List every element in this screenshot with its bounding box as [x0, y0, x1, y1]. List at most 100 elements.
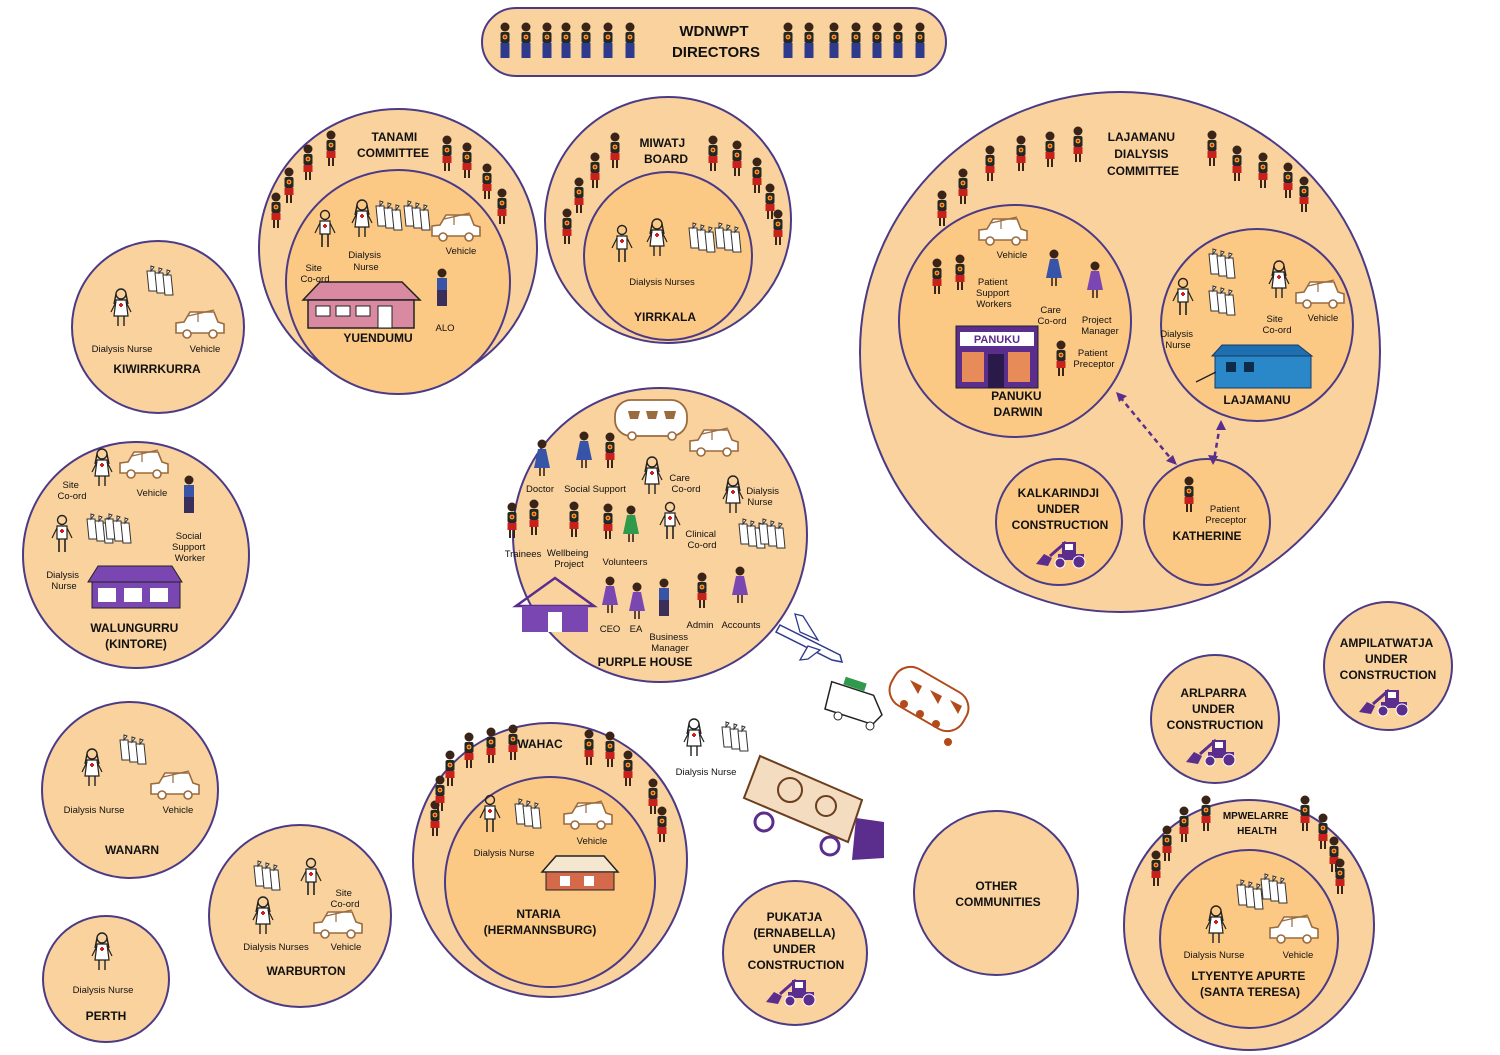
- miwatj-header: MIWATJ BOARD: [639, 136, 688, 166]
- purple-house-circle: Doctor Social Support Care Co-ord Dialys…: [505, 387, 808, 683]
- vehicle-label: Vehicle: [163, 805, 194, 816]
- patient-preceptor-label: Patient Preceptor: [1205, 504, 1246, 526]
- panuku-building: PANUKU: [955, 325, 1039, 389]
- care-coord-label: Care Co-ord: [1037, 305, 1066, 327]
- mobile-dialysis: Dialysis Nurse: [676, 718, 749, 778]
- purple-truck-icon: [742, 754, 884, 860]
- katherine-name: KATHERINE: [1172, 529, 1241, 543]
- dialysis-nurse-label: Dialysis Nurse: [92, 344, 153, 355]
- directors-title: WDNWPT DIRECTORS: [672, 23, 760, 61]
- walungurru-circle: Site Co-ord Vehicle Social Support Worke…: [22, 441, 250, 669]
- vehicle-label: Vehicle: [446, 246, 477, 257]
- panuku-name: PANUKU DARWIN: [991, 389, 1045, 419]
- dialysis-nurse-label: Dialysis Nurse: [46, 570, 81, 592]
- miwatj-board-circle: MIWATJ BOARD Dialysis Nurses YIRRKALA: [544, 96, 792, 344]
- site-coord-label: Site Co-ord: [300, 263, 329, 285]
- other-communities-name: OTHER COMMUNITIES: [955, 879, 1040, 909]
- directors-banner: WDNWPT DIRECTORS: [481, 7, 947, 77]
- dialysis-nurses-label: Dialysis Nurses: [243, 942, 309, 953]
- vehicle-label: Vehicle: [1308, 313, 1339, 324]
- wellbeing-label: Wellbeing Project: [547, 548, 591, 570]
- bus-icon: [888, 665, 970, 746]
- arlparra-circle: ARLPARRA UNDER CONSTRUCTION: [1150, 654, 1280, 784]
- patient-preceptor-label: Patient Preceptor: [1073, 348, 1114, 370]
- dialysis-nurse-label: Dialysis Nurse: [64, 805, 125, 816]
- kiwirrkurra-name: KIWIRRKURRA: [113, 362, 201, 376]
- site-coord-label: Site Co-ord: [330, 888, 359, 910]
- doctor-label: Doctor: [526, 484, 554, 495]
- volunteers-label: Volunteers: [603, 557, 648, 568]
- dialysis-nurse-label: Dialysis Nurse: [746, 486, 781, 508]
- perth-name: PERTH: [86, 1009, 127, 1023]
- walungurru-name: WALUNGURRU (KINTORE): [90, 621, 181, 651]
- lajamanu-name: LAJAMANU: [1223, 393, 1290, 407]
- ltyentye-apurte-name: LTYENTYE APURTE (SANTA TERESA): [1191, 969, 1308, 999]
- dialysis-nurse-label: Dialysis Nurse: [73, 985, 134, 996]
- mpwelarre-circle: MPWELARRE HEALTH Dialysis Nurse Vehicle …: [1123, 794, 1375, 1051]
- arlparra-name: ARLPARRA UNDER CONSTRUCTION: [1167, 686, 1264, 732]
- admin-label: Admin: [687, 620, 714, 631]
- connector-arrows: [1116, 392, 1226, 465]
- panuku-sign: PANUKU: [974, 334, 1020, 346]
- katherine-circle: Patient Preceptor KATHERINE: [1143, 458, 1271, 586]
- social-support-label: Social Support Worker: [172, 531, 208, 564]
- purple-house-building: [512, 576, 598, 632]
- wanarn-name: WANARN: [105, 843, 159, 857]
- walungurru-building: [87, 565, 183, 609]
- vehicle-label: Vehicle: [997, 250, 1028, 261]
- ceo-label: CEO: [600, 624, 621, 635]
- vehicle-label: Vehicle: [331, 942, 362, 953]
- pukatja-circle: PUKATJA (ERNABELLA) UNDER CONSTRUCTION: [722, 880, 868, 1026]
- wahac-circle: WAHAC Dialysis Nurse Vehicle NTARIA (HER…: [412, 722, 688, 998]
- business-manager-label: Business Manager: [649, 632, 690, 654]
- site-coord-label: Site Co-ord: [1262, 314, 1291, 336]
- lajamanu-committee-circle: LAJAMANU DIALYSIS COMMITTEE Vehicle Pati…: [859, 91, 1381, 613]
- dialysis-nurse-label: Dialysis Nurse: [474, 848, 535, 859]
- vehicle-label: Vehicle: [577, 836, 608, 847]
- lajamanu-building: [1195, 344, 1314, 389]
- trainees-label: Trainees: [505, 549, 542, 560]
- warburton-circle: Site Co-ord Dialysis Nurses Vehicle WARB…: [208, 824, 392, 1008]
- dialysis-nurse-label: Dialysis Nurse: [348, 250, 383, 273]
- yuendumu-building: [301, 281, 422, 329]
- kalkarindji-circle: KALKARINDJI UNDER CONSTRUCTION: [995, 458, 1123, 586]
- ampilatwatja-name: AMPILATWATJA UNDER CONSTRUCTION: [1340, 636, 1437, 682]
- vehicle-label: Vehicle: [137, 488, 168, 499]
- warburton-name: WARBURTON: [266, 964, 345, 978]
- care-coord-label: Care Co-ord: [669, 473, 700, 495]
- vehicle-label: Vehicle: [190, 344, 221, 355]
- other-communities-circle: OTHER COMMUNITIES: [913, 810, 1079, 976]
- plane-icon: [774, 613, 844, 663]
- yuendumu-name: YUENDUMU: [343, 331, 412, 345]
- dialysis-nurse-label: Dialysis Nurse: [676, 767, 737, 778]
- perth-circle: Dialysis Nurse PERTH: [42, 915, 170, 1043]
- lajamanu-committee-header: LAJAMANU DIALYSIS COMMITTEE: [1107, 130, 1179, 178]
- accounts-label: Accounts: [721, 620, 760, 631]
- wahac-header: WAHAC: [517, 737, 563, 751]
- kiwirrkurra-circle: Dialysis Nurse Vehicle KIWIRRKURRA: [71, 240, 245, 414]
- vehicle-label: Vehicle: [1283, 950, 1314, 961]
- ea-label: EA: [630, 624, 643, 635]
- project-manager-label: Project Manager: [1081, 315, 1119, 337]
- site-coord-label: Site Co-ord: [57, 480, 86, 502]
- bus-icon: [614, 399, 688, 441]
- social-support-label: Social Support: [564, 484, 626, 495]
- alo-label: ALO: [435, 323, 454, 334]
- panuku-darwin-circle: Vehicle Patient Support Workers Care Co-…: [898, 204, 1132, 438]
- lajamanu-circle: Dialysis Nurse Site Co-ord Vehicle LAJAM…: [1160, 228, 1354, 422]
- ntaria-building: [540, 855, 620, 891]
- mpwelarre-header: MPWELARRE HEALTH: [1223, 811, 1291, 837]
- clinical-coord-label: Clinical Co-ord: [685, 529, 718, 551]
- ntaria-name: NTARIA (HERMANNSBURG): [484, 907, 597, 937]
- tanami-committee-circle: TANAMI COMMITTEE Site Co-ord Dialysis Nu…: [258, 108, 538, 395]
- van-icon: [824, 676, 883, 731]
- dialysis-nurse-label: Dialysis Nurse: [1184, 950, 1245, 961]
- ampilatwatja-circle: AMPILATWATJA UNDER CONSTRUCTION: [1323, 601, 1453, 731]
- purple-house-name: PURPLE HOUSE: [598, 655, 693, 669]
- dialysis-nurse-label: Dialysis Nurse: [1160, 329, 1195, 351]
- yirrkala-name: YIRRKALA: [634, 310, 696, 324]
- patient-support-label: Patient Support Workers: [976, 277, 1012, 310]
- wanarn-circle: Dialysis Nurse Vehicle WANARN: [41, 701, 219, 879]
- pukatja-name: PUKATJA (ERNABELLA) UNDER CONSTRUCTION: [748, 910, 845, 972]
